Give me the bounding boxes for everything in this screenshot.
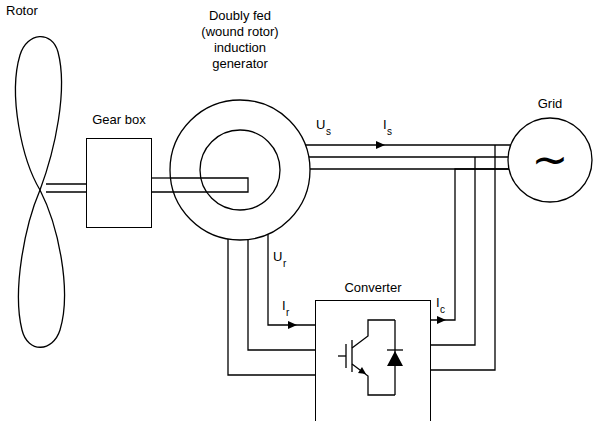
wire-line	[305, 144, 510, 145]
converter-wire	[431, 157, 475, 345]
node-heading: Gear box	[92, 110, 145, 128]
generator-circle: Doubly fed (wound rotor) induction gener…	[170, 6, 310, 240]
arrow-head	[437, 316, 446, 324]
signal-subscript: s	[387, 126, 392, 137]
converter-box: Converter	[315, 278, 431, 421]
rotor-lead	[228, 239, 315, 375]
wire-line	[268, 234, 315, 325]
part-label: Rotor	[6, 4, 38, 18]
signal-name: I	[282, 299, 286, 313]
rotor-shaft	[46, 191, 86, 192]
rotor-blade	[18, 190, 64, 347]
wire-line	[431, 169, 509, 320]
signal-name: U	[273, 250, 282, 264]
wire-connector	[305, 141, 510, 149]
signal-subscript: c	[440, 304, 445, 315]
arrow-head	[288, 321, 297, 329]
node-heading: Converter	[344, 278, 401, 296]
wire-line	[152, 177, 170, 178]
signal-name: U	[316, 118, 325, 132]
arrow-head	[376, 141, 385, 149]
grid-circle: Grid ~	[505, 94, 595, 204]
signal-name: I	[436, 296, 440, 310]
signal-subscript: r	[286, 307, 289, 318]
box-outline	[86, 138, 152, 228]
converter-wire	[431, 145, 495, 370]
node-heading: Grid	[538, 94, 563, 112]
igbt-symbol	[338, 320, 403, 395]
wire-connector	[268, 234, 315, 329]
converter-outline	[315, 300, 431, 421]
gearbox-box: Gear box	[86, 110, 152, 228]
igbt-symbol	[358, 351, 403, 374]
signal-subscript: s	[326, 126, 331, 137]
ac-symbol: ~	[532, 138, 569, 182]
signal-subscript: r	[283, 258, 286, 269]
rotor-blade	[16, 37, 62, 190]
stator-wire	[309, 156, 508, 157]
wire-connector	[431, 169, 509, 324]
generator-shaft	[152, 178, 248, 192]
wire-connector	[152, 178, 170, 179]
signal-name: I	[383, 118, 387, 132]
rotor-shaft	[46, 183, 86, 184]
node-heading: Doubly fed (wound rotor) induction gener…	[193, 6, 287, 72]
rotor-lead	[248, 239, 315, 350]
